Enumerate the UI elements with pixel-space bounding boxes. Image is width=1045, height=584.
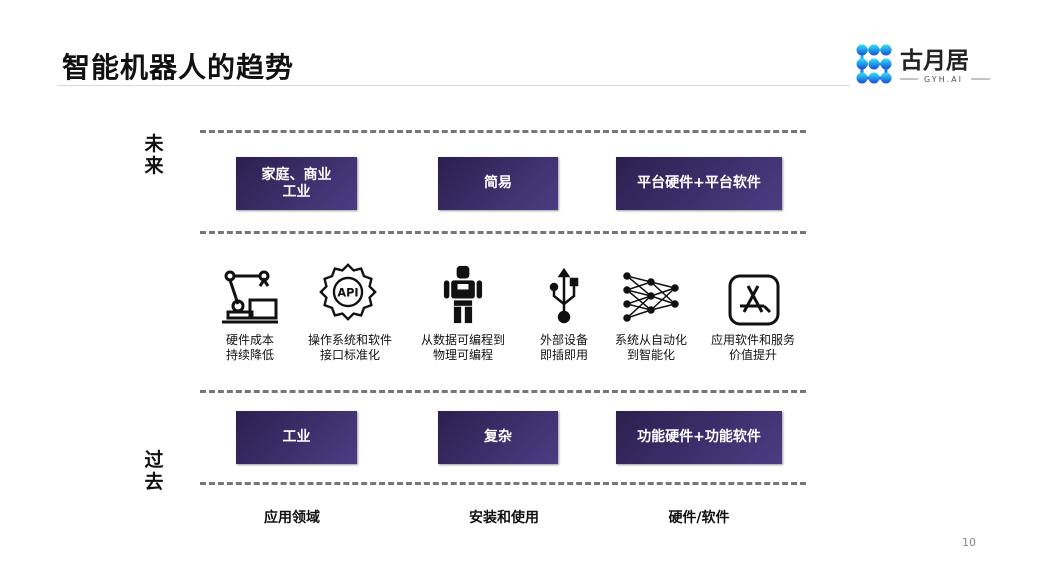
- neural-network-icon: [623, 272, 679, 322]
- past-box-usage: 复杂: [438, 411, 558, 464]
- humanoid-robot-icon: [443, 265, 483, 324]
- trend-caption: 应用软件和服务价值提升: [710, 333, 795, 362]
- trend-caption: 硬件成本持续降低: [225, 333, 274, 362]
- past-label: 过去: [144, 449, 164, 493]
- app-store-icon: [728, 274, 780, 326]
- past-box-hw-sw: 功能硬件+功能软件: [616, 411, 782, 464]
- column-label-hw-sw: 硬件/软件: [668, 510, 730, 526]
- dashed-divider: [200, 482, 806, 485]
- usb-icon: [549, 267, 579, 324]
- api-gear-icon: API: [319, 263, 377, 321]
- dashed-divider: [200, 231, 806, 234]
- page-title: 智能机器人的趋势: [62, 51, 295, 84]
- trend-caption: 从数据可编程到物理可编程: [420, 333, 505, 362]
- trend-caption: 操作系统和软件接口标准化: [307, 333, 392, 362]
- robot-arm-icon: [222, 270, 278, 324]
- column-label-usage: 安装和使用: [469, 510, 539, 526]
- column-label-domain: 应用领域: [264, 510, 320, 526]
- future-box-domain: 家庭、商业 工业: [236, 157, 357, 210]
- future-label: 未来: [144, 133, 164, 177]
- logo-sub: GYH.AI: [924, 75, 963, 84]
- future-box-usage: 简易: [438, 157, 558, 210]
- trend-caption: 外部设备即插即用: [539, 333, 588, 362]
- logo-mark-icon: 古月居 GYH.AI: [856, 44, 990, 84]
- api-label: API: [337, 287, 358, 300]
- dashed-divider: [200, 130, 806, 133]
- dashed-divider: [200, 390, 806, 393]
- logo-name: 古月居: [900, 48, 969, 74]
- page-number: 10: [962, 536, 976, 549]
- future-box-hw-sw: 平台硬件+平台软件: [616, 157, 782, 210]
- past-box-domain: 工业: [236, 411, 357, 464]
- logo: 古月居 GYH.AI: [856, 44, 996, 88]
- trend-caption: 系统从自动化到智能化: [614, 333, 687, 362]
- title-divider: [58, 85, 850, 86]
